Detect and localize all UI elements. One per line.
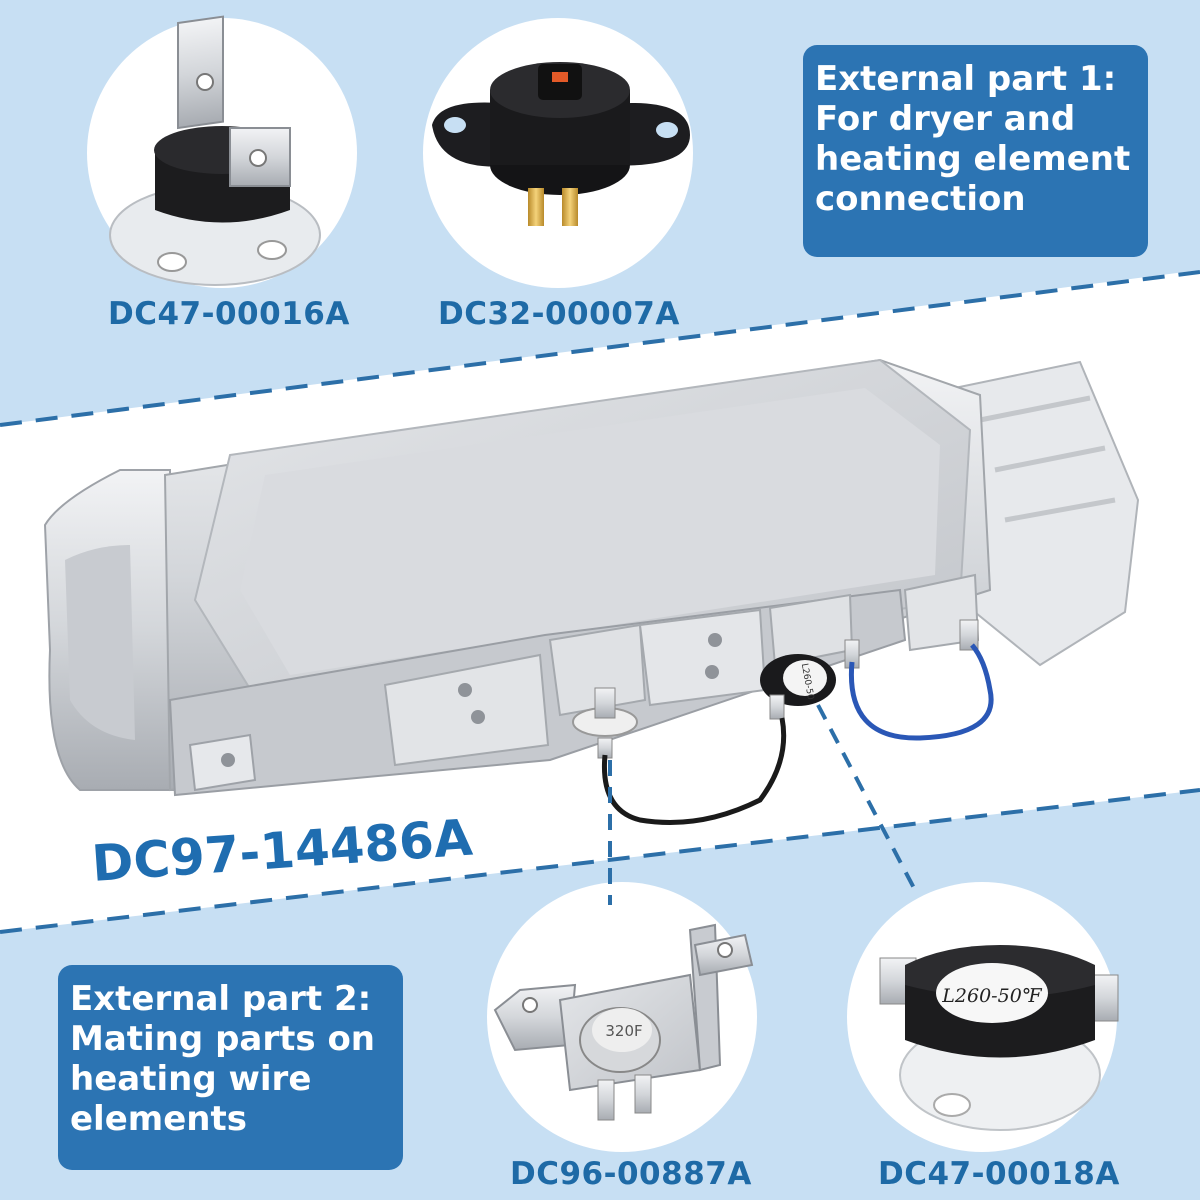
callout-1-line-1: External part 1: [815, 59, 1117, 99]
part-label-dc32-00007a: DC32-00007A [438, 296, 680, 332]
thermostat-dc32-00007a-image [432, 62, 690, 226]
heater-assembly-dc97-14486a-image: L260-50 [43, 358, 1140, 825]
callout-1-line-3: heating element [815, 139, 1131, 179]
dashed-divider-top [0, 270, 1200, 427]
thermostat-dc96-00887a-image: 320F [493, 923, 754, 1121]
part-label-dc96-00887a: DC96-00887A [510, 1156, 752, 1192]
callout-2-line-1: External part 2: [70, 979, 372, 1019]
thermostat-dc47-00016a-image [109, 15, 321, 286]
thermostat-320f-text: 320F [605, 1022, 642, 1040]
callout-external-part-1: External part 1: For dryer and heating e… [803, 45, 1148, 257]
callout-external-part-2: External part 2: Mating parts on heating… [58, 965, 403, 1170]
thermostat-l260-text: L260-50℉ [941, 985, 1042, 1007]
callout-2-line-3: heating wire [70, 1059, 312, 1099]
leader-line-right [816, 704, 917, 891]
callout-1-line-4: connection [815, 179, 1026, 219]
callout-1-line-2: For dryer and [815, 99, 1076, 139]
callout-2-line-4: elements [70, 1099, 247, 1139]
part-label-dc47-00016a: DC47-00016A [108, 296, 350, 332]
callout-2-line-2: Mating parts on [70, 1019, 376, 1059]
part-label-dc47-00018a: DC47-00018A [878, 1156, 1120, 1192]
thermostat-dc47-00018a-image: L260-50℉ [879, 945, 1119, 1131]
dashed-divider-bottom [0, 788, 1200, 934]
